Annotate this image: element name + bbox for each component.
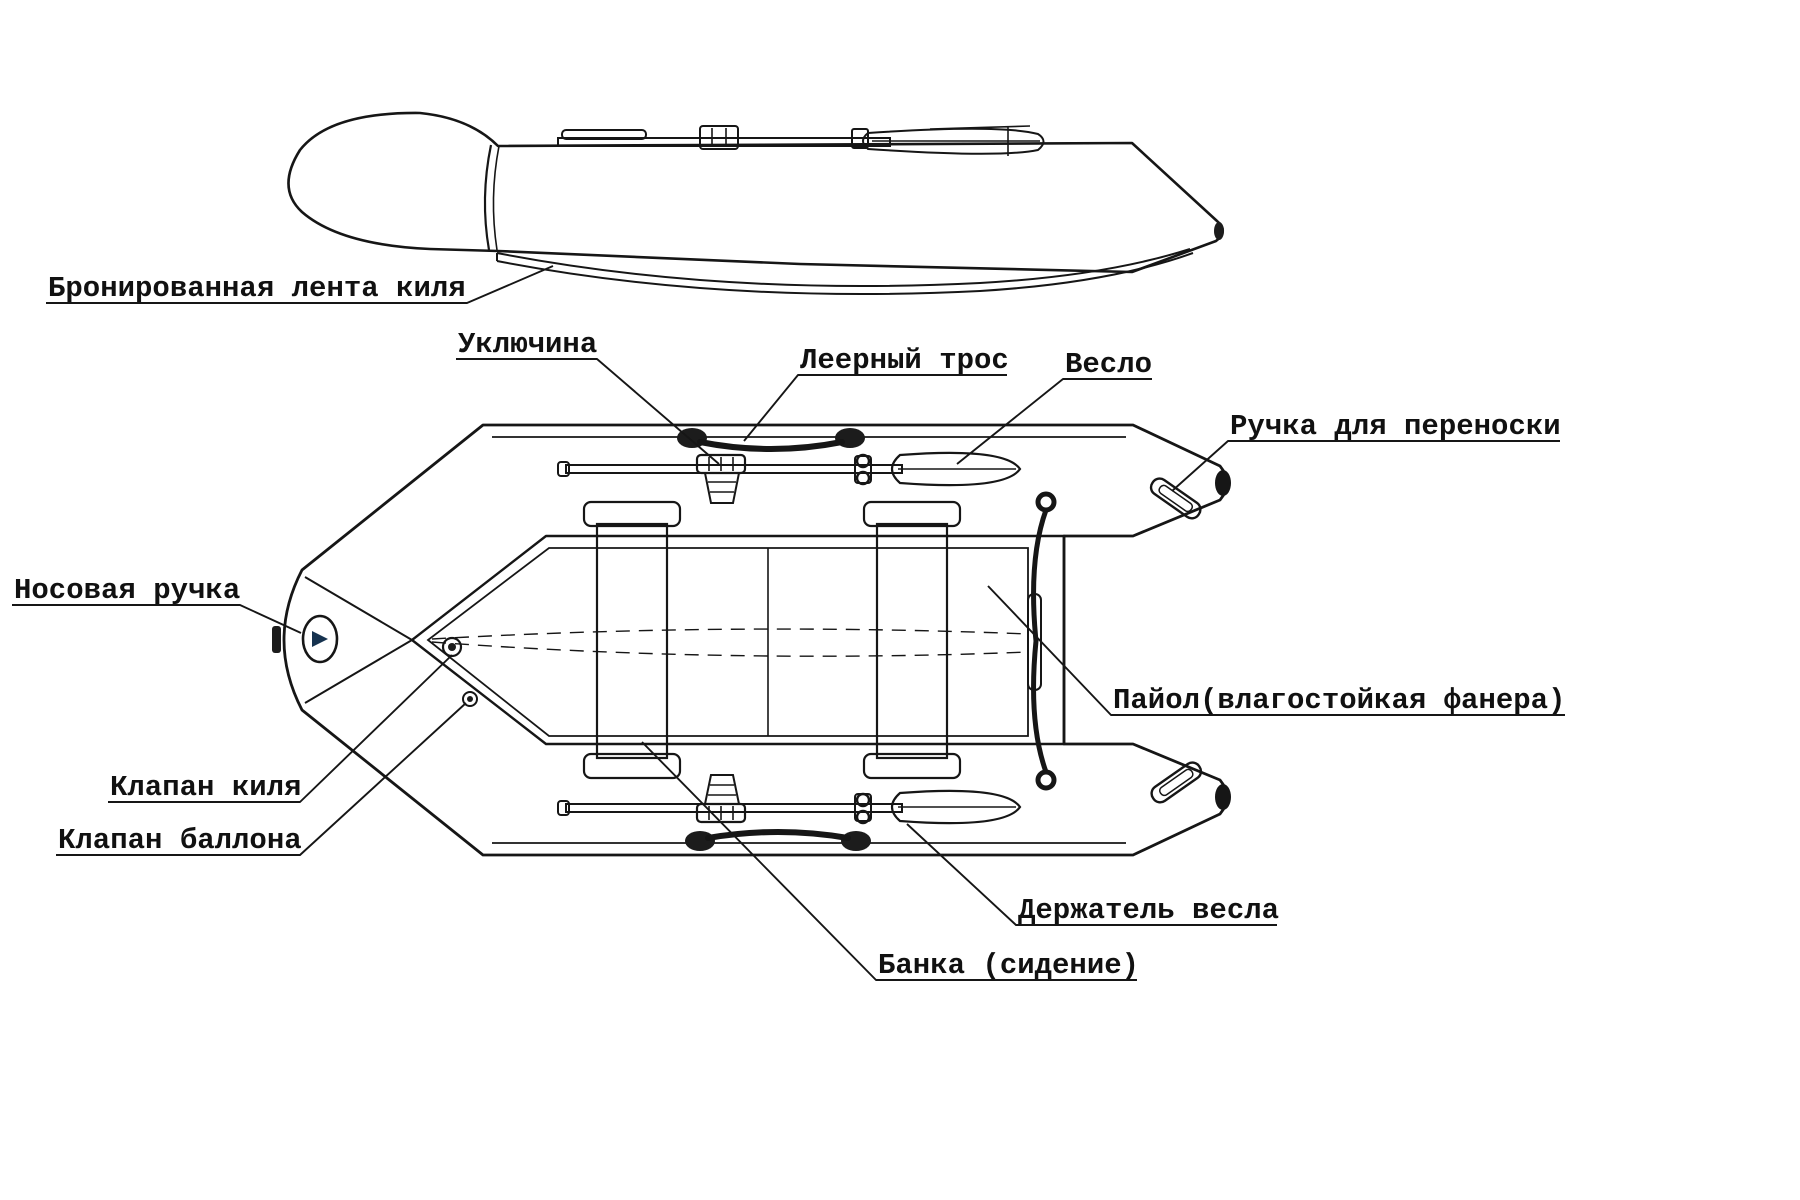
cone-tip-cap-bottom: [1215, 784, 1231, 810]
callout-keel-tape: Бронированная лента киля: [46, 265, 554, 305]
callout-oar: Весло: [956, 348, 1152, 465]
bow-handle: [272, 614, 339, 664]
label-oarlock: Уключина: [458, 328, 597, 361]
label-bow-handle: Носовая ручка: [14, 574, 240, 607]
seat-rear: [862, 500, 962, 780]
oar-holder: [695, 774, 747, 824]
label-keel-valve: Клапан киля: [110, 771, 301, 804]
side-hull-outline: [287, 111, 1225, 274]
keel-tape: [496, 248, 1194, 296]
callout-seat: Банка (сидение): [641, 741, 1139, 982]
top-hull-outline: [282, 423, 1229, 857]
side-cone-tip-cap: [1214, 222, 1224, 240]
keel-dashed-line-1: [431, 628, 1029, 640]
floorboard: [426, 547, 1029, 737]
oar-blade-top: [890, 451, 1022, 487]
grab-rope-bottom: [685, 829, 871, 851]
stern-rope: [1027, 491, 1057, 791]
callouts: Бронированная лента киля Уключина Леерны…: [12, 265, 1565, 982]
label-oar-holder: Держатель весла: [1018, 894, 1279, 927]
callout-floorboard: Пайол(влагостойкая фанера): [987, 585, 1565, 717]
callout-grab-rope: Леерный трос: [743, 344, 1009, 442]
side-view: [287, 111, 1225, 296]
callout-bow-handle: Носовая ручка: [12, 574, 302, 634]
oar-bottom: [557, 774, 1022, 825]
label-tube-valve: Клапан баллона: [58, 824, 302, 857]
callout-keel-valve: Клапан киля: [108, 654, 453, 804]
label-floorboard: Пайол(влагостойкая фанера): [1113, 684, 1565, 717]
tube-valve: [462, 691, 478, 707]
oarlock: [695, 453, 747, 504]
label-carry-handle: Ручка для переноски: [1230, 410, 1561, 443]
carry-handle-bottom: [1150, 761, 1203, 804]
callout-oarlock: Уключина: [456, 328, 720, 465]
cockpit-outline: [410, 534, 1066, 746]
side-bow-seam: [483, 144, 493, 251]
grab-rope-top: [677, 428, 865, 452]
side-bow-seam-2: [492, 145, 500, 251]
top-view: [272, 423, 1231, 857]
carry-handle-top: [1149, 477, 1202, 520]
label-seat: Банка (сидение): [878, 949, 1139, 982]
keel-valve: [441, 636, 463, 658]
bow-deck-lines: [304, 576, 413, 704]
callout-tube-valve: Клапан баллона: [56, 702, 467, 857]
oar-top: [557, 451, 1022, 504]
label-keel-tape: Бронированная лента киля: [48, 272, 466, 305]
cone-tip-cap-top: [1215, 470, 1231, 496]
oar-blade-bottom: [890, 789, 1022, 825]
seat-front: [582, 500, 682, 780]
side-stowed-oar: [557, 125, 1045, 156]
callout-oar-holder: Держатель весла: [906, 823, 1279, 927]
keel-dashed-line-2: [431, 641, 1029, 657]
callout-carry-handle: Ручка для переноски: [1171, 410, 1561, 492]
label-oar: Весло: [1065, 348, 1152, 381]
label-grab-rope: Леерный трос: [800, 344, 1009, 377]
